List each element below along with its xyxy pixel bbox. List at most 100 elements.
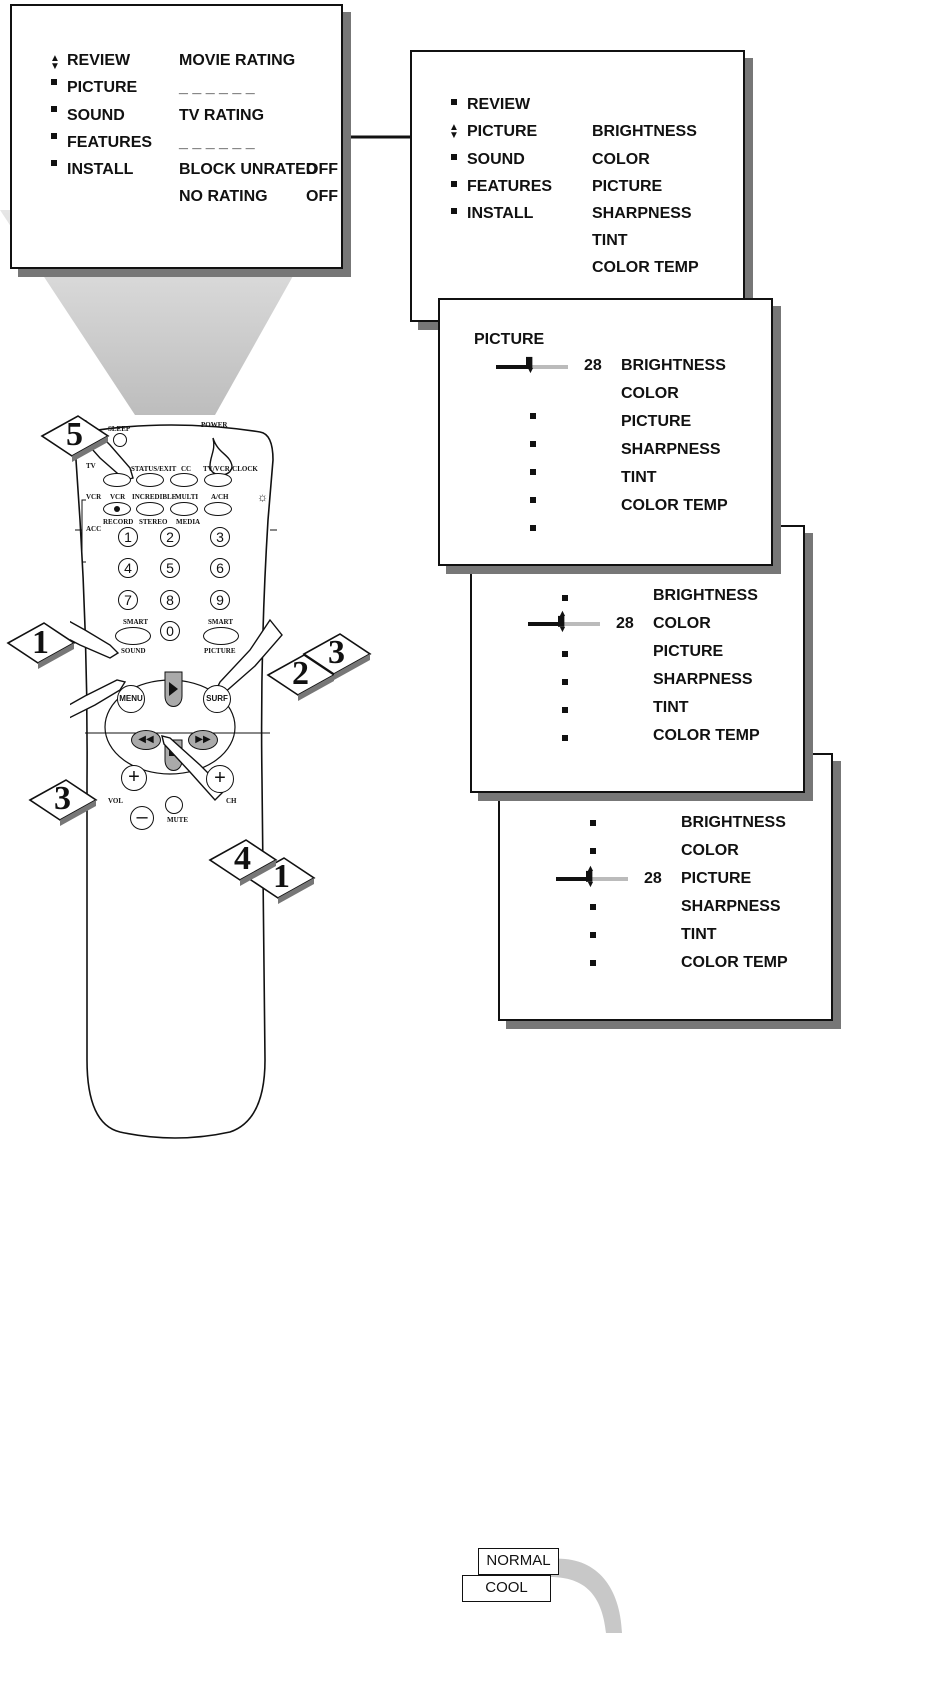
color-value: 28 <box>616 615 634 632</box>
digit-5-button[interactable]: 5 <box>160 558 180 578</box>
cool-label: COOL <box>462 1575 551 1602</box>
tv-mode-label: TV <box>86 462 96 470</box>
power-button[interactable] <box>210 437 232 467</box>
option-tint: TINT <box>653 699 689 716</box>
tv-rating-value: _ _ _ _ _ _ <box>179 134 255 151</box>
digit-7-button[interactable]: 7 <box>118 590 138 610</box>
menu-item-picture: PICTURE <box>67 79 138 96</box>
option-sharpness: SHARPNESS <box>592 205 692 222</box>
option-color: COLOR <box>681 842 739 859</box>
option-color: COLOR <box>621 385 679 402</box>
acc-mode-label: ACC <box>86 525 102 533</box>
ach-button[interactable] <box>204 502 232 516</box>
option-tint: TINT <box>592 232 628 249</box>
digit-8-button[interactable]: 8 <box>160 590 180 610</box>
step-number: 3 <box>54 780 71 817</box>
smart-picture-button[interactable] <box>203 627 239 645</box>
volume-down-button[interactable]: – <box>130 806 154 830</box>
digit-3-button[interactable]: 3 <box>210 527 230 547</box>
tv-vcr-clock-label: TV/VCR-CLOCK <box>203 465 258 473</box>
vol-label: VOL <box>108 797 124 805</box>
block-unrated-value: OFF <box>306 161 338 178</box>
color-temp-curve <box>550 1558 622 1633</box>
option-picture: PICTURE <box>592 178 663 195</box>
movie-rating: MOVIE RATING <box>179 52 296 69</box>
menu-item-features: FEATURES <box>67 134 153 151</box>
smart-sound-button[interactable] <box>115 627 151 645</box>
ch-label: CH <box>226 797 237 805</box>
incredible-label: INCREDIBLE <box>132 493 177 501</box>
option-color: COLOR <box>592 151 650 168</box>
option-color-temp: COLOR TEMP <box>592 259 699 276</box>
tv-rating: TV RATING <box>179 107 265 124</box>
option-picture: PICTURE <box>681 870 752 887</box>
sleep-button[interactable] <box>113 433 127 447</box>
rewind-button[interactable]: ◀◀ <box>131 730 161 750</box>
ach-label: A/CH <box>211 493 229 501</box>
mute-label: MUTE <box>167 816 188 824</box>
option-picture: PICTURE <box>621 413 692 430</box>
menu-item-sound: SOUND <box>67 107 125 124</box>
menu-button[interactable]: MENU <box>117 685 145 713</box>
status-exit-label: STATUS/EXIT <box>131 465 177 473</box>
option-brightness: BRIGHTNESS <box>621 357 726 374</box>
record-button[interactable] <box>103 502 131 516</box>
picture-menu-screen: ▲▼ REVIEW PICTURE SOUND FEATURES INSTALL… <box>410 50 745 322</box>
cc-button[interactable] <box>170 473 198 487</box>
movie-rating-value: _ _ _ _ _ _ <box>179 79 255 96</box>
slider-knob-icon: ▲█▼ <box>558 608 567 634</box>
option-sharpness: SHARPNESS <box>653 671 753 688</box>
volume-up-button[interactable]: + <box>121 765 147 791</box>
option-brightness: BRIGHTNESS <box>592 123 697 140</box>
media-label: MEDIA <box>176 518 201 526</box>
option-sharpness: SHARPNESS <box>621 441 721 458</box>
fast-forward-button[interactable]: ▶▶ <box>188 730 218 750</box>
updown-cursor-icon: ▲▼ <box>449 122 459 141</box>
channel-up-button[interactable]: + <box>206 765 234 793</box>
vcr-mode-label: VCR <box>86 493 102 501</box>
surf-button[interactable]: SURF <box>203 685 231 713</box>
brightness-adjust-screen: PICTURE █▼ 28 BRIGHTNESS COLOR PICTURE S… <box>438 298 773 566</box>
step-number: 3 <box>328 634 345 671</box>
sleep-label: SLEEP <box>108 425 131 433</box>
digit-4-button[interactable]: 4 <box>118 558 138 578</box>
normal-label: NORMAL <box>478 1548 559 1575</box>
option-color: COLOR <box>653 615 711 632</box>
menu-item-sound: SOUND <box>467 151 525 168</box>
block-unrated-label: BLOCK UNRATED <box>179 161 318 178</box>
slider-remaining <box>532 365 568 369</box>
slider-knob-icon: ▲█▼ <box>586 863 595 889</box>
no-rating-value: OFF <box>306 188 338 205</box>
digit-9-button[interactable]: 9 <box>210 590 230 610</box>
status-exit-button[interactable] <box>136 473 164 487</box>
digit-1-button[interactable]: 1 <box>118 527 138 547</box>
option-color-temp: COLOR TEMP <box>621 497 728 514</box>
incredible-stereo-button[interactable] <box>136 502 164 516</box>
step-number: 2 <box>292 655 309 692</box>
picture-value: 28 <box>644 870 662 887</box>
vcr-key-label: VCR <box>110 493 126 501</box>
digit-6-button[interactable]: 6 <box>210 558 230 578</box>
step-number: 4 <box>234 840 251 877</box>
main-menu-screen: ▲▼ REVIEW PICTURE SOUND FEATURES INSTALL… <box>10 4 343 269</box>
digit-2-button[interactable]: 2 <box>160 527 180 547</box>
stereo-label: STEREO <box>139 518 168 526</box>
brightness-value: 28 <box>584 357 602 374</box>
slider-track <box>496 365 532 369</box>
menu-item-install: INSTALL <box>467 205 534 222</box>
record-label: RECORD <box>103 518 134 526</box>
mute-button[interactable] <box>165 796 183 814</box>
screen-title: PICTURE <box>474 331 545 348</box>
option-color-temp: COLOR TEMP <box>653 727 760 744</box>
tv-button[interactable] <box>103 473 131 487</box>
multi-media-button[interactable] <box>170 502 198 516</box>
option-picture: PICTURE <box>653 643 724 660</box>
picture-adjust-screen: ▲█▼ 28 BRIGHTNESS COLOR PICTURE SHARPNES… <box>498 753 833 1021</box>
menu-item-picture: PICTURE <box>467 123 538 140</box>
smart-picture-label: SMART <box>208 618 234 626</box>
tv-vcr-clock-button[interactable] <box>204 473 232 487</box>
digit-0-button[interactable]: 0 <box>160 621 180 641</box>
menu-item-review: REVIEW <box>467 96 531 113</box>
option-sharpness: SHARPNESS <box>681 898 781 915</box>
power-label: POWER <box>201 421 228 429</box>
